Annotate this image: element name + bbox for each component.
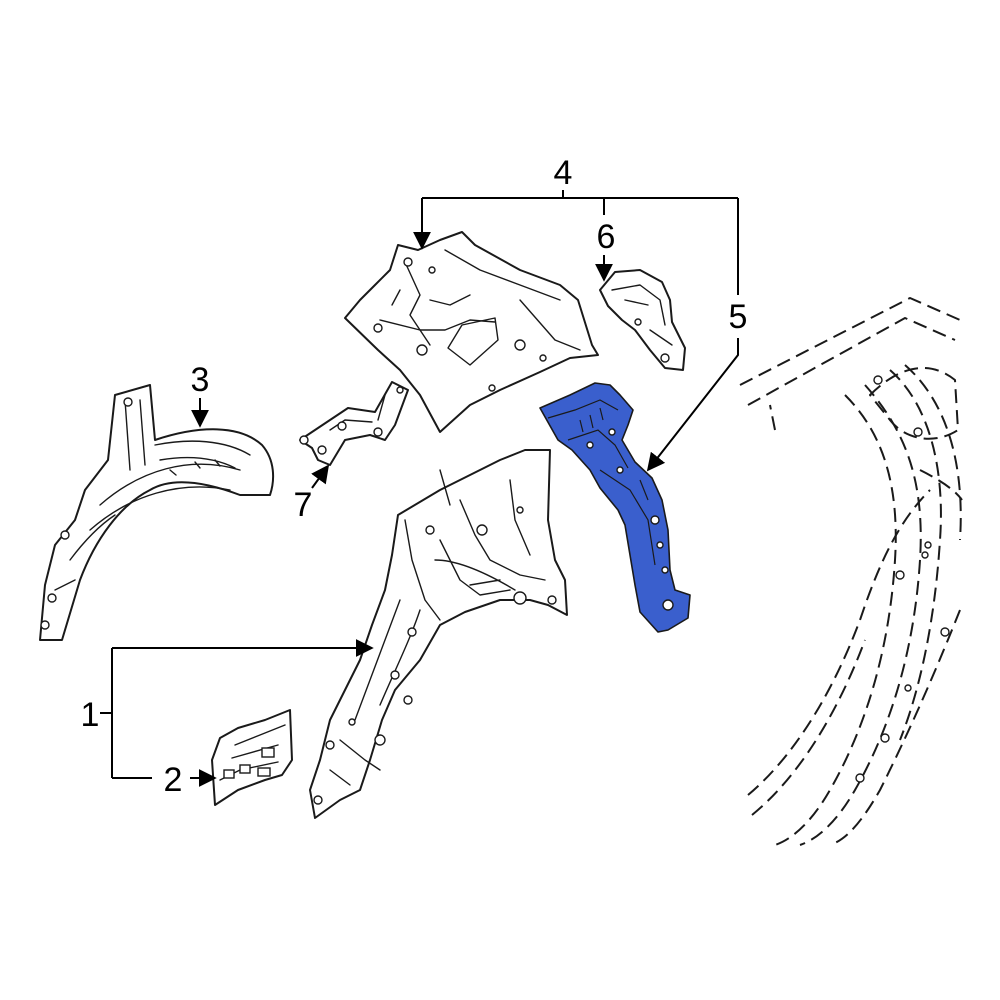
- callout-4: 4: [554, 154, 573, 192]
- part-4-upper-panel: [344, 231, 599, 433]
- callout-7: 7: [294, 486, 313, 524]
- part-7-bracket: [299, 381, 409, 466]
- callout-6: 6: [597, 218, 616, 256]
- body-side-ghost-outline: [739, 297, 963, 846]
- part-6-reinforcement: [599, 269, 686, 371]
- callout-5: 5: [729, 298, 748, 336]
- callout-3: 3: [191, 361, 210, 399]
- part-1-quarter-inner-panel: [309, 449, 568, 819]
- leader-lines: [100, 190, 739, 787]
- callout-2: 2: [164, 761, 183, 799]
- part-5-highlighted-pillar: [539, 382, 691, 633]
- callout-labels: 4 6 5 3 7 1 2: [81, 154, 748, 799]
- part-2-plate: [211, 709, 293, 806]
- part-3-wheelhouse: [39, 384, 275, 641]
- callout-1: 1: [81, 696, 100, 734]
